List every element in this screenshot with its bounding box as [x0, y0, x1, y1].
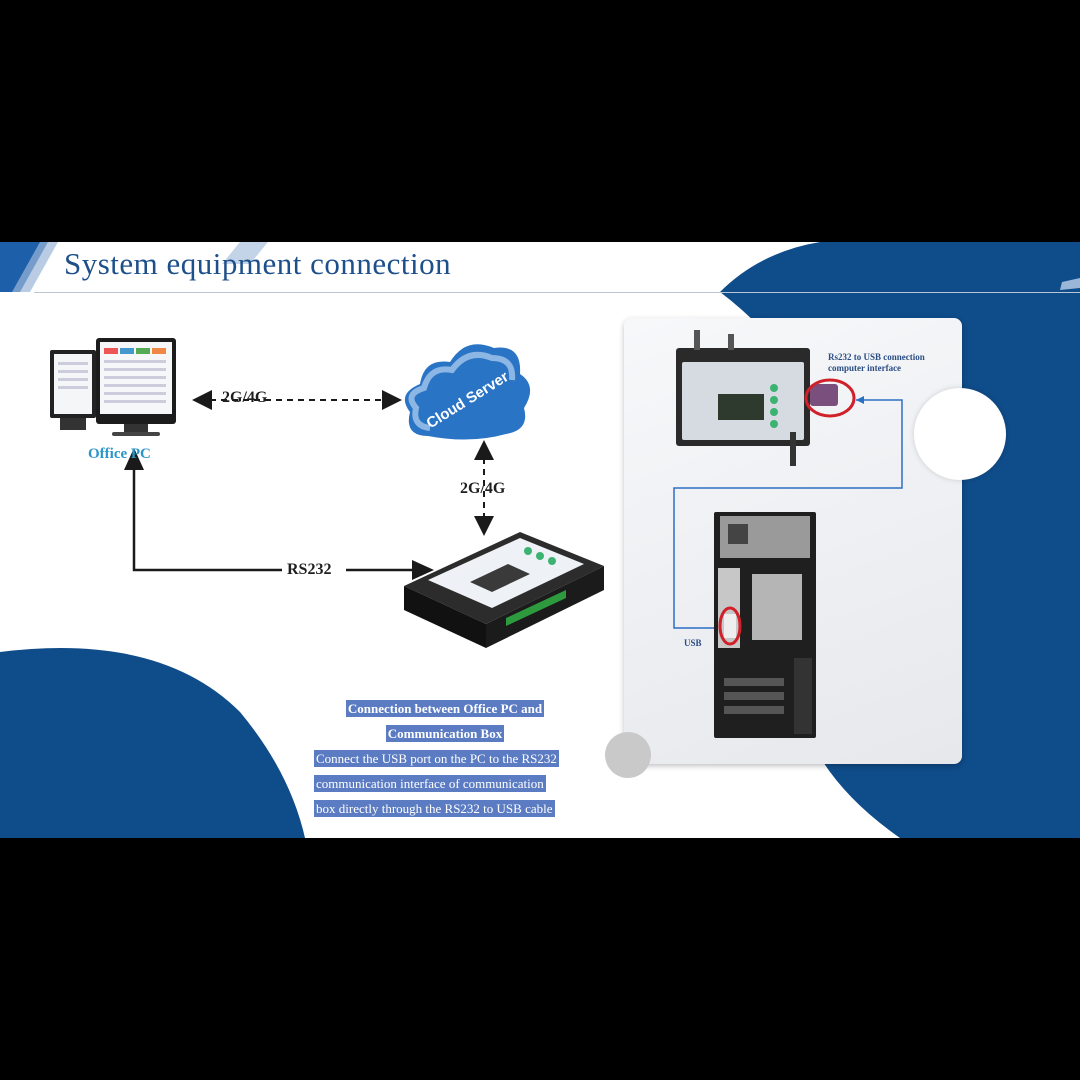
connection-diagram: Cloud Server [50, 338, 604, 648]
rs232-connection-label: Rs232 to USB connection computer interfa… [828, 352, 925, 374]
title-divider [34, 292, 1080, 293]
caption-heading-line1: Connection between Office PC and [345, 700, 545, 717]
caption-heading-line2: Communication Box [385, 725, 505, 742]
caption-body-line2: communication interface of communication [314, 775, 546, 792]
connection-photo-panel: Rs232 to USB connection computer interfa… [624, 318, 962, 764]
top-left-stripe-light [12, 242, 58, 292]
pc-box-link-label: RS232 [287, 561, 332, 578]
decorative-circle-white [914, 388, 1006, 480]
link-pc-box-line [132, 468, 420, 572]
cloud-server-icon: Cloud Server [404, 344, 531, 440]
caption: Connection between Office PC and Communi… [300, 696, 590, 821]
pc-cloud-link-label: 2G/4G [222, 389, 268, 406]
bottom-left-blue-shape [0, 648, 305, 838]
slide: System equipment connection [0, 242, 1080, 838]
right-edge-stripe [1060, 278, 1080, 290]
usb-marker [718, 606, 742, 646]
communication-box-device [404, 532, 604, 648]
caption-body-line1: Connect the USB port on the PC to the RS… [314, 750, 559, 767]
cloud-box-link-label: 2G/4G [460, 480, 506, 497]
rs232-marker [804, 378, 856, 418]
rs232-label-line1: Rs232 to USB connection [828, 352, 925, 362]
usb-label: USB [684, 638, 702, 648]
slide-title: System equipment connection [64, 246, 452, 281]
caption-body-line3: box directly through the RS232 to USB ca… [314, 800, 555, 817]
rs232-label-line2: computer interface [828, 363, 902, 373]
office-pc-label: Office PC [88, 446, 151, 462]
office-pc-monitors [50, 338, 176, 436]
top-left-stripe-2 [222, 242, 268, 264]
connection-photo [673, 330, 903, 738]
decorative-circle-grey [605, 732, 651, 778]
